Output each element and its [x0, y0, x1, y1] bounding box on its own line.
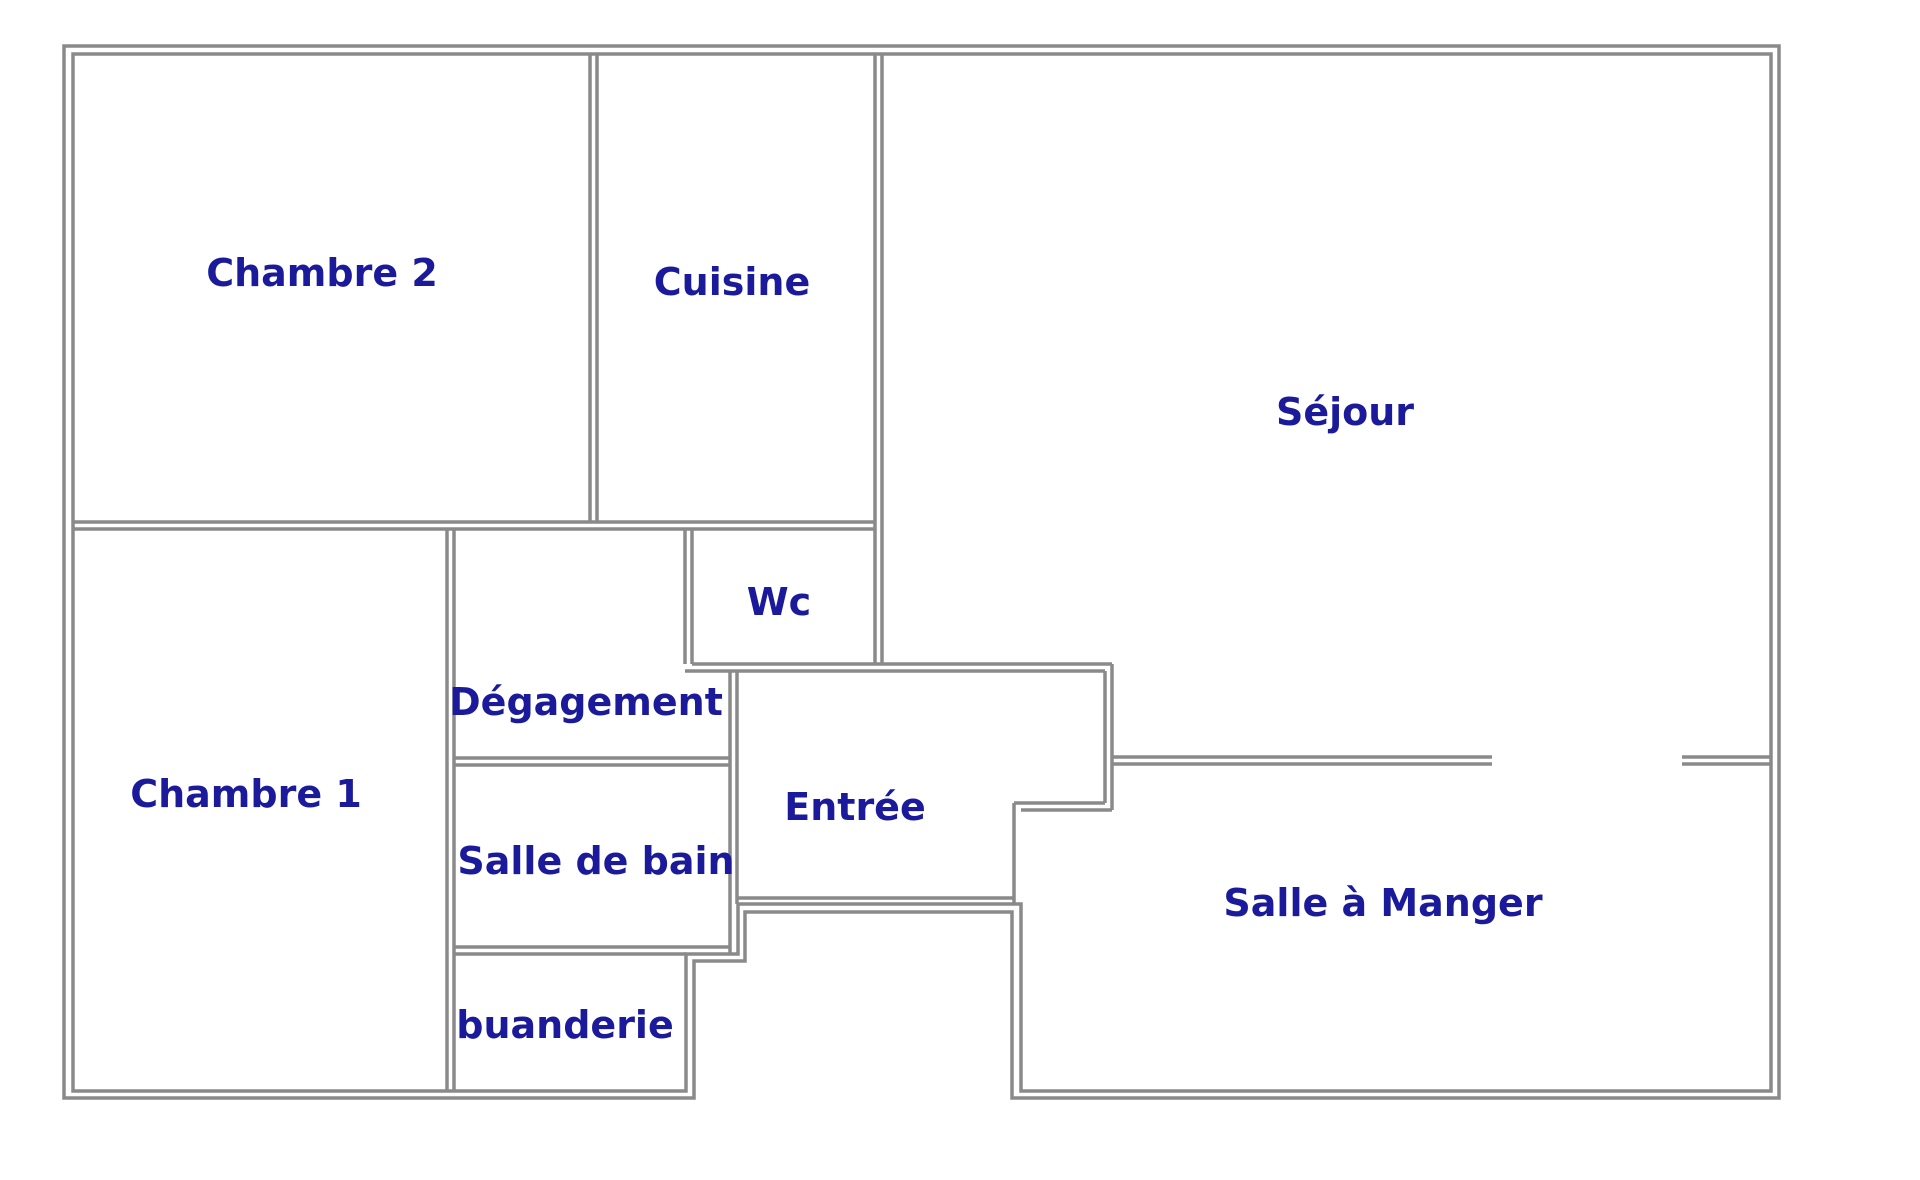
room-labels: Chambre 2 Cuisine Séjour Wc Dégagement C… [130, 251, 1543, 1047]
room-label-salle-a-manger: Salle à Manger [1223, 881, 1542, 925]
room-label-salle-de-bain: Salle de bain [457, 839, 734, 883]
room-label-sejour: Séjour [1276, 390, 1414, 434]
room-label-wc: Wc [747, 580, 811, 624]
room-label-chambre-2: Chambre 2 [206, 251, 438, 295]
room-label-chambre-1: Chambre 1 [130, 772, 362, 816]
room-label-buanderie: buanderie [456, 1003, 673, 1047]
outer-wall-inner-line [71, 52, 1773, 1093]
outer-wall-outer-line [62, 44, 1781, 1100]
room-label-entree: Entrée [784, 785, 925, 829]
room-label-cuisine: Cuisine [654, 260, 810, 304]
outer-walls [62, 44, 1781, 1100]
room-label-degagement: Dégagement [449, 680, 723, 724]
interior-walls [73, 54, 1771, 1091]
